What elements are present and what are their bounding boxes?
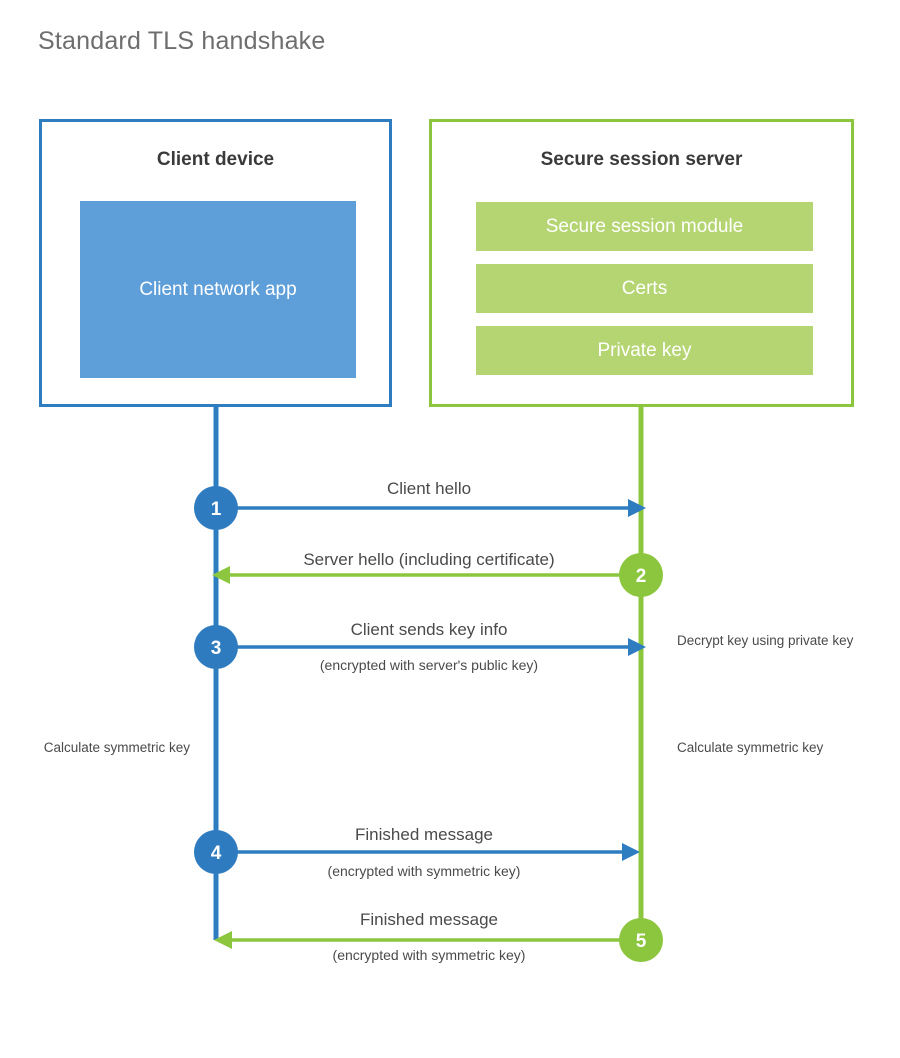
step-5-label: Finished message [360,910,498,929]
step-4-label: Finished message [355,825,493,844]
step-1-number: 1 [211,499,222,520]
step-3-sublabel: (encrypted with server's public key) [319,657,539,673]
client-device-title: Client device [156,149,275,170]
step-4-badge [194,830,238,874]
server-bar-certs: Certs [476,264,813,313]
page-title: Standard TLS handshake [38,27,326,55]
note-decrypt-key: Decrypt key using private key [677,633,854,648]
step-3-label: Client sends key info [350,620,508,639]
step-3-number: 3 [211,638,222,659]
step-2-number: 2 [636,566,647,587]
note-calculate-symmetric-key-server: Calculate symmetric key [677,740,824,755]
step-1-badge [194,486,238,530]
step-2-label: Server hello (including certificate) [303,550,555,569]
server-bar-secure-session-module: Secure session module [476,202,813,251]
step-5-number: 5 [636,931,647,952]
client-network-app-box: Client network app [80,201,356,378]
step-2-arrow [212,566,641,584]
step-1-label: Client hello [386,479,472,498]
note-calculate-symmetric-key-client: Calculate symmetric key [43,740,190,755]
step-3-arrow [216,638,646,656]
step-1-arrow [216,499,646,517]
step-2-badge [619,553,663,597]
step-5-sublabel: (encrypted with symmetric key) [332,947,526,963]
client-device-panel: Client device Client network app [39,119,392,407]
step-4-number: 4 [211,843,222,864]
step-5-arrow [214,931,641,949]
step-3-badge [194,625,238,669]
server-bar-private-key: Private key [476,326,813,375]
step-4-sublabel: (encrypted with symmetric key) [327,863,521,879]
step-4-arrow [216,843,640,861]
secure-session-server-title: Secure session server [540,149,743,170]
step-5-badge [619,918,663,962]
secure-session-server-panel: Secure session server Secure session mod… [429,119,854,407]
